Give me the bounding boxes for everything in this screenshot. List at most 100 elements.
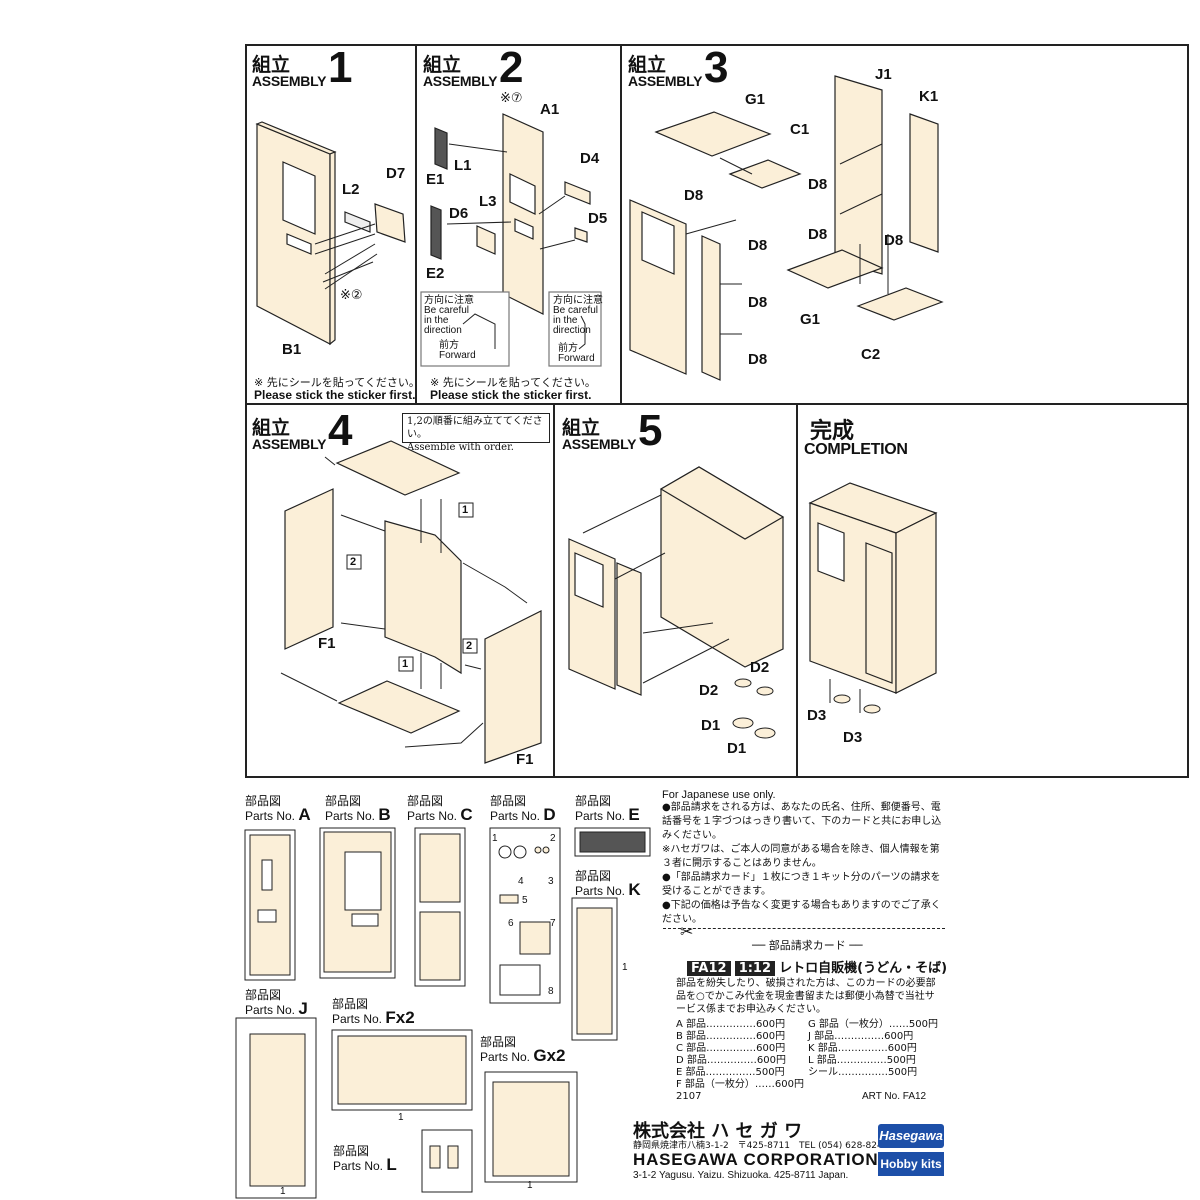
caution-en-3: direction bbox=[553, 325, 591, 336]
caution-en-1: Be careful bbox=[424, 305, 470, 316]
parts-head-id: L bbox=[386, 1155, 397, 1174]
label-j1: J1 bbox=[875, 66, 892, 83]
label-d4: D4 bbox=[580, 150, 600, 167]
forward-2: 前方 Forward bbox=[558, 344, 595, 364]
step1-jp: 組立 bbox=[252, 54, 291, 76]
label-d8-2: D8 bbox=[808, 176, 828, 193]
caution-en-3: direction bbox=[424, 325, 462, 336]
price-c: C 部品……………600円 bbox=[676, 1043, 786, 1054]
label-l1: L1 bbox=[454, 157, 472, 174]
label-g1-bottom: G1 bbox=[800, 311, 821, 328]
step1-number: 1 bbox=[328, 43, 353, 92]
forward-jp: 前方 bbox=[558, 343, 578, 354]
card-scale: 1:12 bbox=[734, 961, 776, 976]
caution-en-2: in the bbox=[553, 315, 578, 326]
parts-head-jp: 部品図 bbox=[490, 794, 527, 808]
company-en: HASEGAWA CORPORATION bbox=[633, 1150, 879, 1169]
step5-jp: 組立 bbox=[562, 417, 601, 439]
label-e2: E2 bbox=[426, 265, 445, 282]
card-lot: 2107 bbox=[676, 1091, 702, 1102]
parts-head-jp: 部品図 bbox=[332, 997, 369, 1011]
info-p4: ●下記の価格は予告なく変更する場合もありますのでご了承ください。 bbox=[662, 900, 941, 925]
price-j: J 部品……………600円 bbox=[808, 1031, 914, 1042]
step3-number: 3 bbox=[704, 43, 729, 92]
divider bbox=[553, 403, 555, 778]
forward-1: 前方 Forward bbox=[439, 341, 476, 361]
parts-head-en: Parts No. bbox=[480, 1050, 531, 1064]
label-d3-left: D3 bbox=[807, 707, 827, 724]
label-c2: C2 bbox=[861, 346, 881, 363]
parts-head-en: Parts No. bbox=[325, 809, 376, 823]
d-num-1: 1 bbox=[492, 833, 498, 844]
order-1-top: 1 bbox=[462, 504, 469, 516]
order-note-jp: 1,2の順番に組み立ててください。 bbox=[407, 416, 543, 440]
label-l2: L2 bbox=[342, 181, 360, 198]
ref-sticker-7: ※⑦ bbox=[500, 91, 523, 106]
divider bbox=[620, 44, 622, 404]
parts-head-id: Gx2 bbox=[533, 1046, 566, 1065]
card-name: レトロ自販機(うどん・そば) bbox=[779, 961, 948, 976]
forward-en: Forward bbox=[439, 350, 476, 361]
label-d1-right: D1 bbox=[727, 740, 747, 757]
divider bbox=[415, 44, 417, 404]
parts-head-en: Parts No. bbox=[245, 809, 296, 823]
hobby-kits-logo: Hobby kits bbox=[878, 1152, 944, 1176]
japan-only: For Japanese use only. bbox=[662, 789, 776, 801]
order-2-right: 2 bbox=[466, 640, 473, 652]
label-g1-top: G1 bbox=[745, 91, 766, 108]
forward-jp: 前方 bbox=[439, 340, 459, 351]
step4-number: 4 bbox=[328, 406, 353, 455]
label-d3-right: D3 bbox=[843, 729, 863, 746]
parts-head-jp: 部品図 bbox=[575, 794, 612, 808]
label-c1: C1 bbox=[790, 121, 810, 138]
label-d1-left: D1 bbox=[701, 717, 721, 734]
hasegawa-logo: Hasegawa bbox=[878, 1124, 944, 1148]
parts-head-en: Parts No. bbox=[245, 1003, 296, 1017]
step3-diagram bbox=[629, 75, 944, 381]
caution-box-1: 方向に注意 Be careful in the direction bbox=[424, 296, 474, 336]
label-f1-right: F1 bbox=[516, 751, 534, 768]
divider bbox=[796, 403, 798, 778]
sticker-note-jp-1: ※ 先にシールを貼ってください。 bbox=[254, 376, 420, 389]
company-addr-jp: 静岡県焼津市八楠3-1-2 〒425-8711 TEL (054) 628-82… bbox=[633, 1141, 889, 1151]
caution-box-2: 方向に注意 Be careful in the direction bbox=[553, 296, 603, 336]
company-jp: 株式会社 ハ セ ガ ワ bbox=[633, 1121, 803, 1142]
info-p2: ※ハセガワは、ご本人の同意がある場合を除き、個人情報を第３者に開示することはあり… bbox=[662, 844, 940, 869]
completion-diagram bbox=[808, 482, 938, 714]
g-sprue-index: 1 bbox=[527, 1180, 533, 1191]
divider bbox=[245, 403, 1189, 405]
scissors-icon: ✂ bbox=[680, 922, 694, 941]
parts-head-id: E bbox=[628, 805, 640, 824]
info-p3: ●「部品請求カード」１枚につき１キット分のパーツの請求を受けることができます。 bbox=[662, 872, 941, 897]
label-d2-right: D2 bbox=[750, 659, 770, 676]
parts-head-en: Parts No. bbox=[575, 884, 626, 898]
order-1-bottom: 1 bbox=[402, 658, 409, 670]
label-d8-4: D8 bbox=[808, 226, 828, 243]
caution-jp: 方向に注意 bbox=[424, 295, 474, 306]
assembly-frame bbox=[245, 44, 1189, 778]
step1-en: ASSEMBLY bbox=[252, 73, 327, 89]
parts-head-jp: 部品図 bbox=[407, 794, 444, 808]
label-d8-3: D8 bbox=[748, 237, 768, 254]
label-l3: L3 bbox=[479, 193, 497, 210]
parts-head-en: Parts No. bbox=[333, 1159, 384, 1173]
card-prices-left: A 部品……………600円 B 部品……………600円 C 部品……………600… bbox=[676, 1019, 804, 1091]
label-d8-5: D8 bbox=[884, 232, 904, 249]
order-note: 1,2の順番に組み立ててください。 Assemble with order. bbox=[402, 413, 550, 453]
parts-head-jp: 部品図 bbox=[480, 1035, 517, 1049]
card-prices-right: G 部品（一枚分）……500円 J 部品……………600円 K 部品……………6… bbox=[808, 1019, 938, 1079]
caution-en-1: Be careful bbox=[553, 305, 599, 316]
completion-en: COMPLETION bbox=[804, 441, 908, 458]
step2-jp: 組立 bbox=[423, 54, 462, 76]
order-2-left: 2 bbox=[350, 556, 357, 568]
step1-diagram bbox=[255, 121, 406, 346]
k-sprue-index: 1 bbox=[622, 962, 628, 973]
parts-head-en: Parts No. bbox=[575, 809, 626, 823]
company-addr-en: 3-1-2 Yagusu. Yaizu. Shizuoka. 425-8711 … bbox=[633, 1170, 849, 1181]
